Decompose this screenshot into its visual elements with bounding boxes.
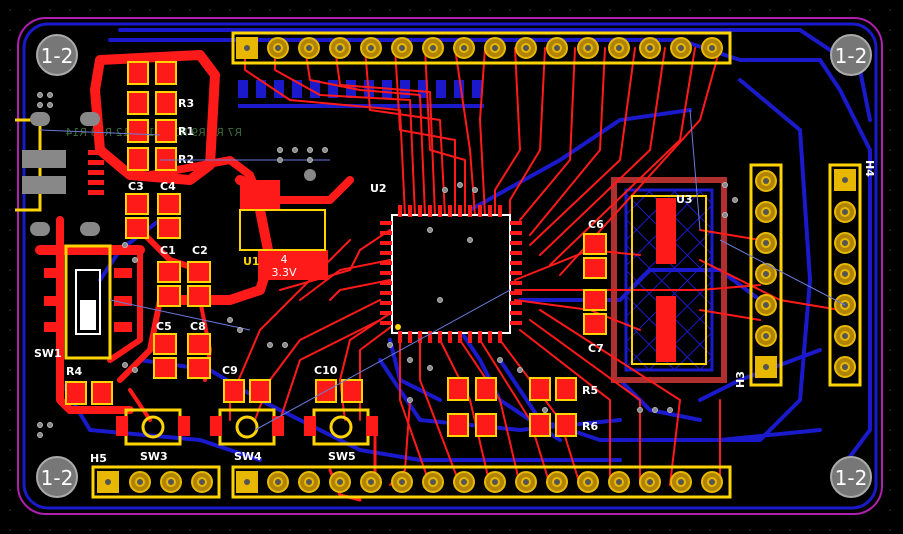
- designator-C6: C6: [588, 218, 604, 231]
- designator-U3: U3: [676, 193, 693, 206]
- designator-C8: C8: [190, 320, 206, 333]
- header-H4: [828, 163, 862, 387]
- designator-SW3: SW3: [140, 450, 168, 463]
- svg-text:1-2: 1-2: [41, 466, 74, 490]
- designator-R3: R3: [178, 97, 194, 110]
- header-H3: [749, 163, 783, 387]
- resistors-R5-R6: [529, 377, 577, 437]
- designator-C5: C5: [156, 320, 172, 333]
- switch-SW3: [116, 408, 190, 446]
- header-bottom-pins: [236, 471, 723, 493]
- regulator-voltage-label: 3.3V: [271, 266, 296, 279]
- designator-R1: R1: [178, 125, 194, 138]
- resistors-R1-R3: [127, 61, 177, 171]
- switch-SW4: [210, 408, 284, 446]
- header-H5: [91, 465, 221, 499]
- designator-U1: U1: [243, 255, 260, 268]
- capacitors-C6-C7: [583, 233, 607, 335]
- designator-SW5: SW5: [328, 450, 356, 463]
- switch-SW5: [304, 408, 378, 446]
- designator-C7: C7: [588, 342, 604, 355]
- designator-C3: C3: [128, 180, 144, 193]
- designator-R5: R5: [582, 384, 598, 397]
- designator-U2: U2: [370, 182, 387, 195]
- designator-SW4: SW4: [234, 450, 262, 463]
- mounting-hole-bottom-right: 1-2: [830, 456, 872, 498]
- mounting-hole-top-right: 1-2: [830, 34, 872, 76]
- svg-text:1-2: 1-2: [835, 44, 868, 68]
- diodes: [447, 377, 497, 437]
- designator-H3: H3: [734, 371, 747, 388]
- capacitors-C1-C4: [125, 193, 211, 307]
- designator-C4: C4: [160, 180, 176, 193]
- designator-R6: R6: [582, 420, 598, 433]
- designator-R4: R4: [66, 365, 82, 378]
- designator-H4: H4: [863, 160, 876, 177]
- designator-SW1: SW1: [34, 347, 62, 360]
- svg-text:1-2: 1-2: [835, 466, 868, 490]
- designator-C2: C2: [192, 244, 208, 257]
- mounting-hole-bottom-left: 1-2: [36, 456, 78, 498]
- mounting-hole-top-left: 1-2: [36, 34, 78, 76]
- usb-connector: [15, 112, 104, 236]
- header-top-pins: [236, 37, 723, 59]
- designator-H5: H5: [90, 452, 107, 465]
- regulator-pin-label: 4: [281, 253, 288, 266]
- designator-C9: C9: [222, 364, 238, 377]
- designator-C10: C10: [314, 364, 338, 377]
- designator-C1: C1: [160, 244, 176, 257]
- resistor-R4: [65, 381, 113, 405]
- vias: [37, 92, 738, 438]
- svg-text:1-2: 1-2: [41, 44, 74, 68]
- header-bottom: [231, 465, 732, 499]
- header-top: [231, 31, 732, 65]
- capacitors-C9-C10: [223, 379, 363, 403]
- crystal-U3: [631, 195, 707, 365]
- chip-U2: [380, 205, 522, 343]
- bottom-silk-resistors: R7 R8 R9 R10 R11 R12 R13 R14: [65, 126, 242, 139]
- switch-SW1: [44, 244, 132, 360]
- capacitors-C5-C8: [153, 333, 211, 379]
